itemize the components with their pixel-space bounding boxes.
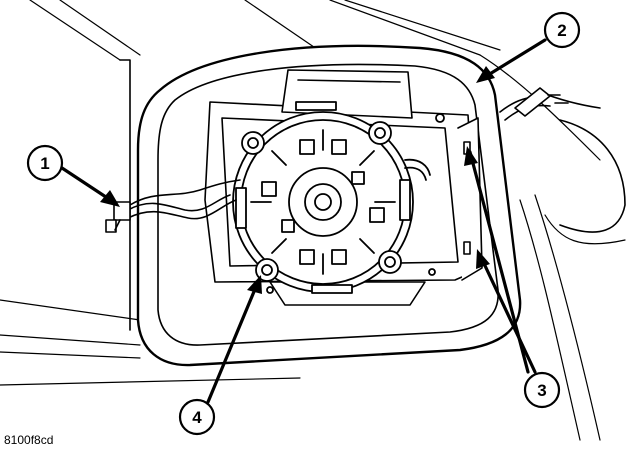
vehicle-body-lines — [0, 0, 626, 441]
glass-connector — [499, 87, 601, 121]
callout-3: 3 — [523, 371, 561, 409]
callout-4-number: 4 — [192, 408, 202, 427]
callout-1-number: 1 — [40, 154, 49, 173]
callout-4: 4 — [178, 398, 216, 436]
callout-2: 2 — [543, 11, 581, 49]
mirror-motor — [232, 101, 445, 294]
figure-id-label: 8100f8cd — [4, 433, 54, 447]
callout-2-number: 2 — [557, 21, 566, 40]
callout-1: 1 — [26, 144, 64, 182]
callout-3-number: 3 — [537, 381, 546, 400]
leader-arrowheads — [100, 66, 495, 294]
wiring-harness — [105, 179, 241, 233]
